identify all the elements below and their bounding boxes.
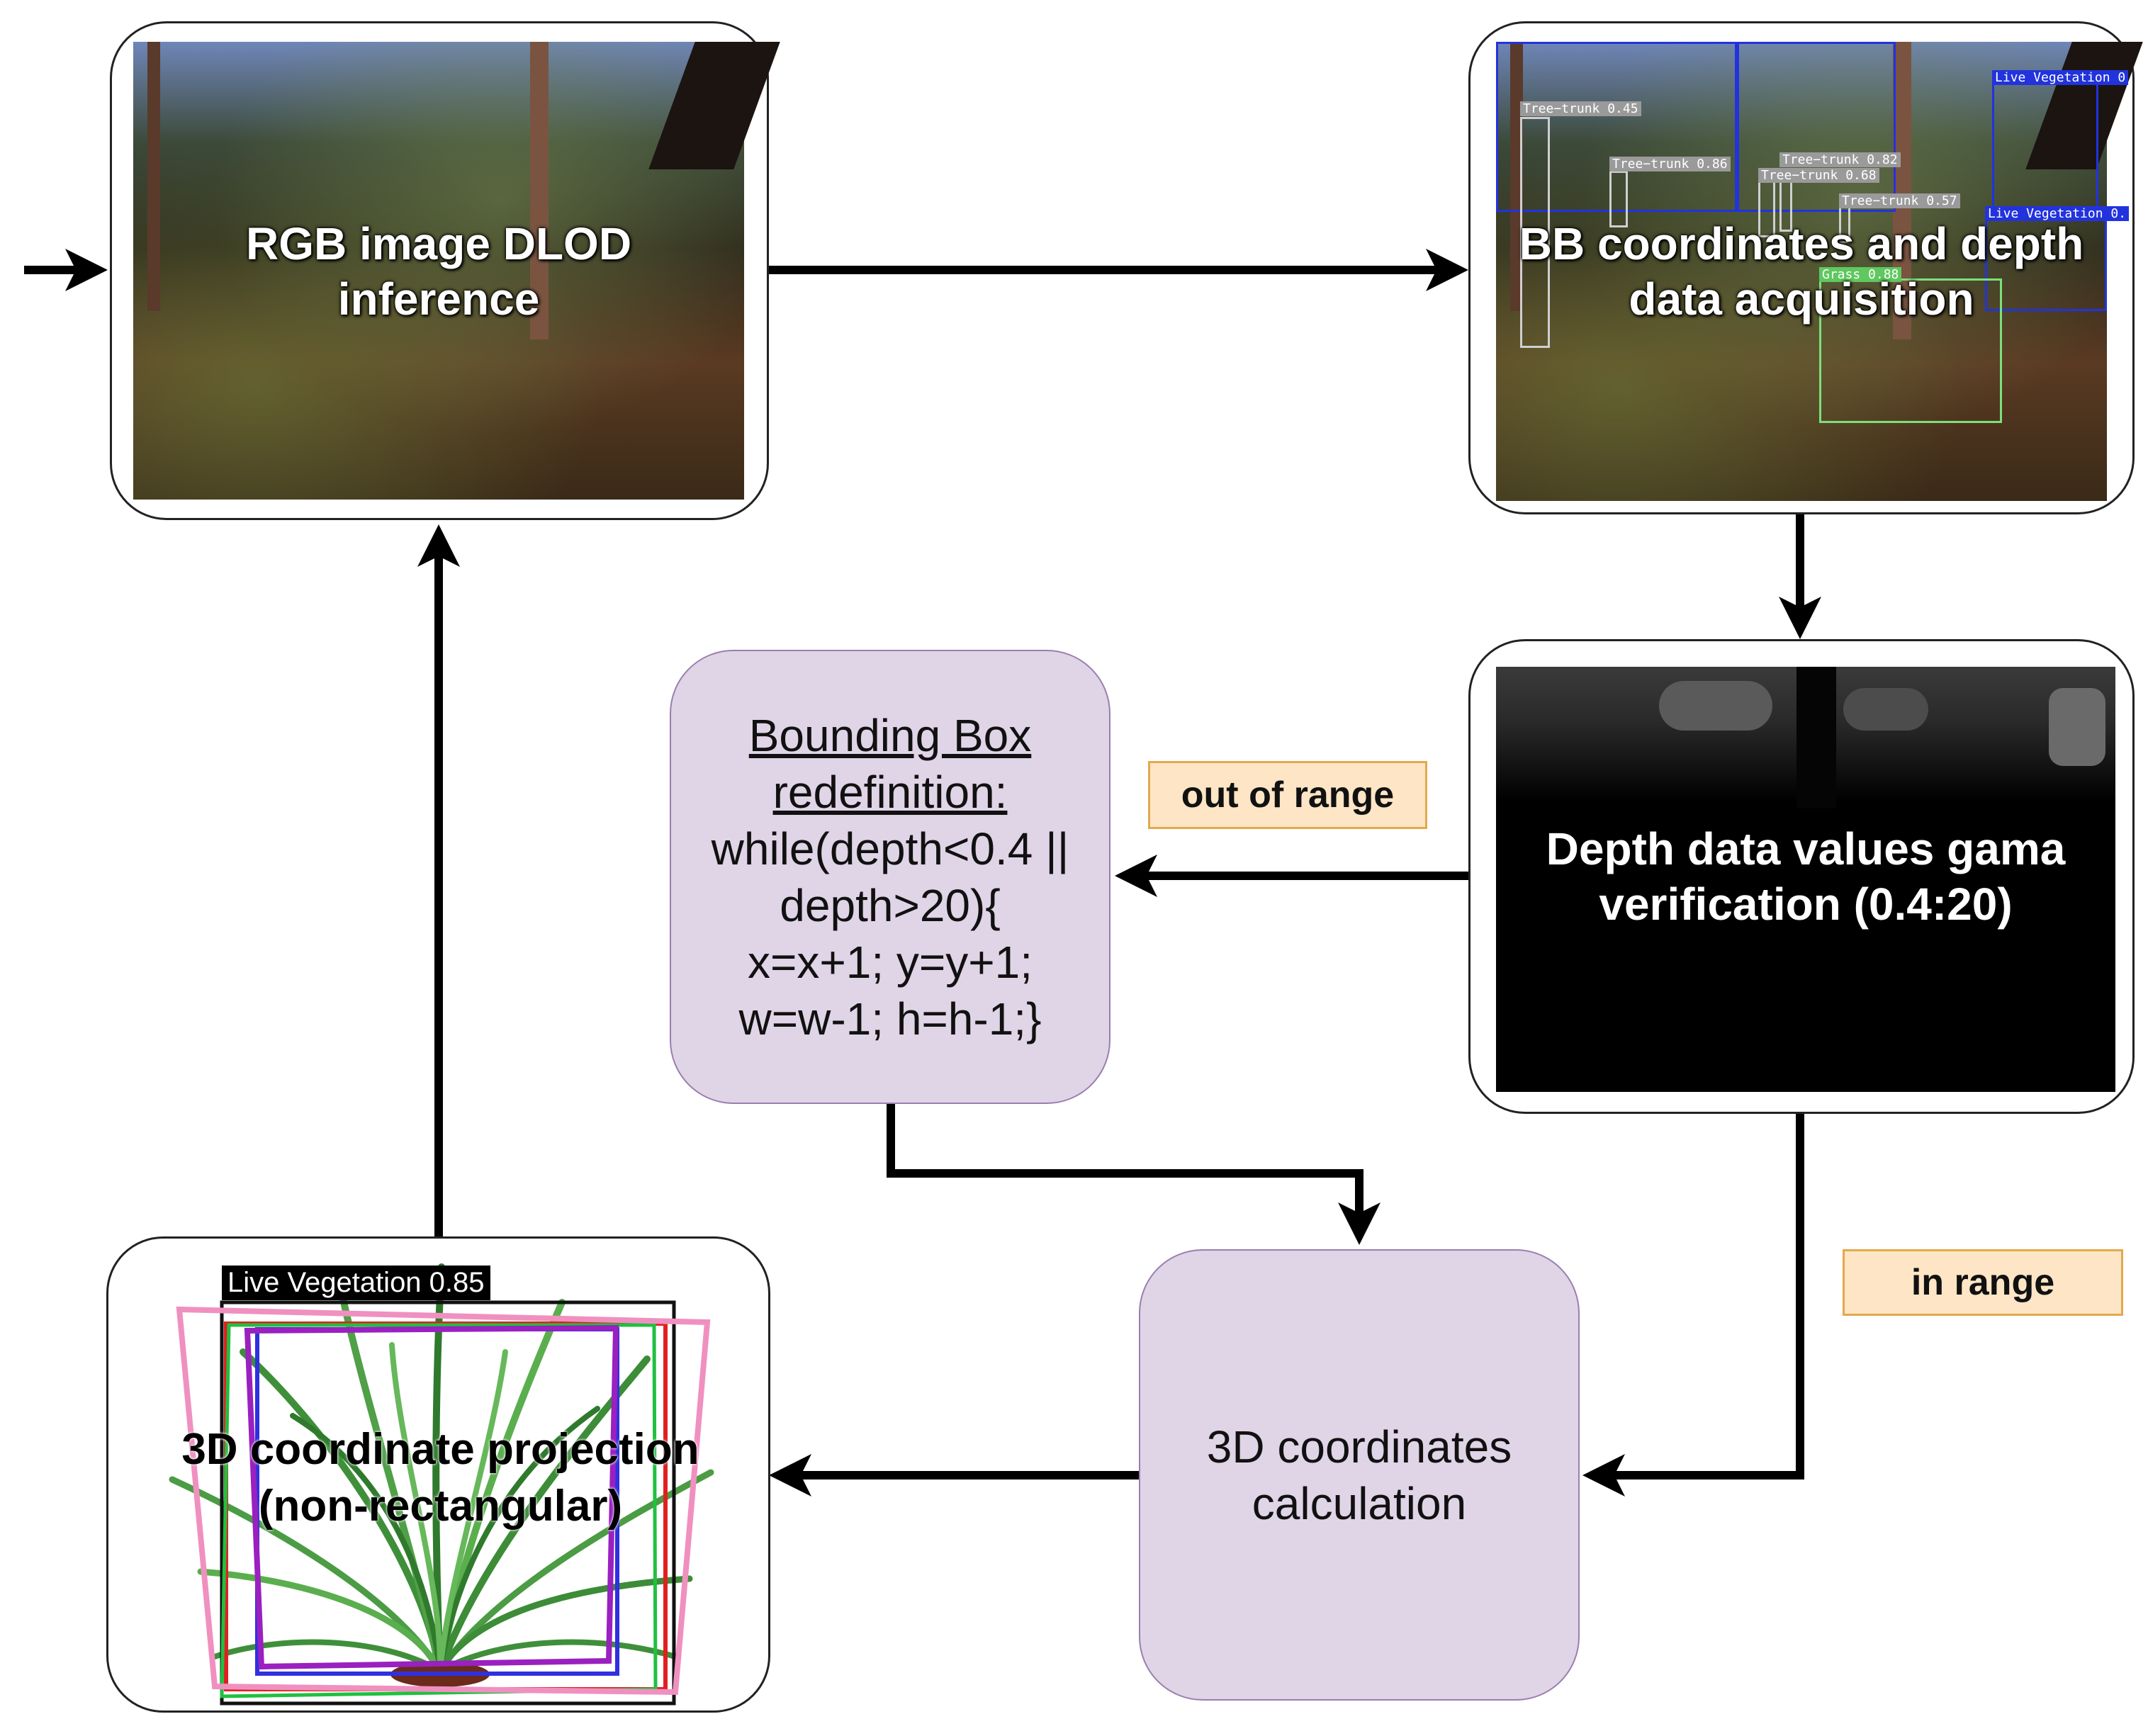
label-line: 3D coordinates: [1206, 1421, 1512, 1472]
forest-photo: [133, 42, 780, 500]
rgb-inference-node: RGB image DLOD inference: [110, 21, 780, 520]
label-line: Depth data values gama: [1546, 823, 2066, 874]
redefinition-code-line: w=w-1; h=h-1;}: [738, 993, 1042, 1044]
depth-verification-node: Depth data values gama verification (0.4…: [1468, 639, 2135, 1114]
projection-node: Live Vegetation 0.85 3D coordinate proje…: [106, 1236, 770, 1713]
detection-label: Live Vegetation 0: [1992, 70, 2129, 85]
detection-label: Live Vegetation 0.: [1985, 206, 2130, 221]
redefinition-title: Bounding Box: [748, 709, 1032, 761]
detection-box-vegetation: [1992, 76, 2098, 218]
detection-photo: Tree−trunk 0.45 Tree−trunk 0.86 Tree−tru…: [1496, 42, 2143, 501]
label-line: inference: [337, 274, 540, 325]
depth-verification-label: Depth data values gama verification (0.4…: [1496, 821, 2115, 932]
bb-acquisition-node: Tree−trunk 0.45 Tree−trunk 0.86 Tree−tru…: [1468, 21, 2143, 514]
label-line: verification (0.4:20): [1599, 879, 2013, 930]
tree-trunk-shape: [1510, 42, 1523, 311]
depth-map-region: [1843, 688, 1928, 731]
depth-map-image: [1496, 667, 2115, 1092]
label-line: RGB image DLOD: [245, 218, 632, 269]
redefinition-title: redefinition:: [772, 766, 1008, 818]
redefinition-code-line: while(depth<0.4 ||: [711, 823, 1069, 874]
label-line: (non-rectangular): [258, 1482, 623, 1531]
redefinition-code-line: depth>20){: [780, 879, 1001, 931]
tree-trunk-shape: [1893, 42, 1911, 339]
projection-label: 3D coordinate projection (non-rectangula…: [108, 1421, 772, 1535]
bb-redefinition-node: Bounding Box redefinition: while(depth<0…: [670, 650, 1110, 1104]
redefinition-code-line: x=x+1; y=y+1;: [747, 936, 1033, 988]
detection-box-vegetation: [1737, 42, 1896, 212]
tree-trunk-shape: [147, 42, 160, 311]
out-of-range-tag: out of range: [1148, 761, 1427, 829]
detection-box-trunk: [1609, 171, 1628, 227]
label-line: data acquisition: [1629, 274, 1974, 325]
label-line: calculation: [1252, 1477, 1467, 1529]
arrow-redefinition-to-calc: [887, 1104, 1381, 1245]
grass-plant: [169, 1263, 714, 1674]
detection-box-vegetation: [1496, 42, 1737, 212]
projection-boxes: [176, 1300, 711, 1706]
tree-trunk-shape: [530, 42, 549, 339]
tree-trunk-shape: [648, 42, 780, 169]
detection-label: Tree−trunk 0.57: [1839, 193, 1960, 208]
detection-label: Tree−trunk 0.86: [1609, 157, 1731, 171]
projection-illustration: [169, 1263, 714, 1706]
bb-acquisition-label: BB coordinates and depth data acquisitio…: [1496, 216, 2107, 327]
detection-label: Tree−trunk 0.82: [1779, 152, 1901, 167]
in-range-tag: in range: [1843, 1249, 2123, 1316]
coords-calculation-node: 3D coordinates calculation: [1139, 1249, 1580, 1701]
detection-label: Tree−trunk 0.68: [1758, 168, 1879, 183]
detection-box-grass: [1819, 278, 2002, 423]
depth-map-region: [1659, 681, 1772, 731]
detection-label: Tree−trunk 0.45: [1520, 101, 1641, 116]
label-line: 3D coordinate projection: [181, 1425, 699, 1474]
detection-label: Grass 0.88: [1819, 267, 1902, 282]
detection-box-trunk: [1520, 117, 1550, 348]
label-line: BB coordinates and depth: [1519, 218, 2084, 269]
rgb-inference-label: RGB image DLOD inference: [133, 216, 744, 327]
arrow-in-range: [1582, 1114, 1804, 1497]
depth-map-region: [2049, 688, 2105, 766]
depth-map-region: [1796, 667, 1836, 808]
live-vegetation-label: Live Vegetation 0.85: [222, 1266, 490, 1300]
